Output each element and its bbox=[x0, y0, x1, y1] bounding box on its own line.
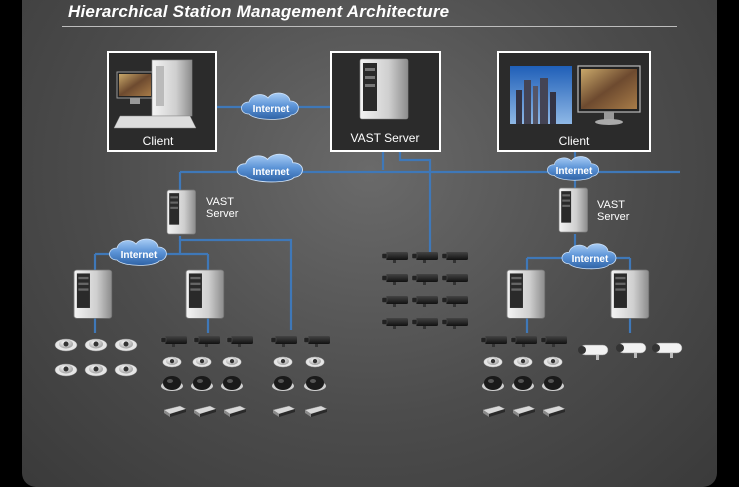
device-groups bbox=[54, 251, 683, 418]
vast-server-left-label-line2: Server bbox=[206, 208, 239, 220]
dome-camera-icon bbox=[114, 338, 138, 352]
box-camera-icon bbox=[226, 335, 254, 348]
vast-server-left-label-line1: VAST bbox=[206, 196, 234, 208]
video-encoder-icon bbox=[272, 405, 296, 418]
video-encoder-icon bbox=[512, 405, 536, 418]
server-left-sub-icon bbox=[166, 189, 197, 235]
fisheye-camera-icon bbox=[191, 376, 213, 391]
video-encoder-icon bbox=[163, 405, 187, 418]
server-icon bbox=[506, 269, 546, 320]
internet-cloud-middle-label: Internet bbox=[253, 167, 290, 178]
box-camera-icon bbox=[381, 295, 409, 308]
box-camera-icon bbox=[441, 273, 469, 286]
dome-camera-icon bbox=[483, 356, 503, 368]
box-camera-icon bbox=[160, 335, 188, 348]
video-encoder-icon bbox=[193, 405, 217, 418]
internet-cloud-top: Internet bbox=[241, 92, 299, 120]
box-camera-icon bbox=[303, 335, 331, 348]
title-divider bbox=[62, 26, 677, 27]
internet-cloud-top-label: Internet bbox=[253, 104, 290, 115]
fisheye-camera-icon bbox=[161, 376, 183, 391]
fisheye-camera-icon bbox=[272, 376, 294, 391]
server-icon bbox=[610, 269, 650, 320]
box-camera-icon bbox=[411, 317, 439, 330]
bullet-camera-icon bbox=[577, 344, 609, 361]
server-icon bbox=[185, 269, 225, 320]
dome-camera-icon bbox=[192, 356, 212, 368]
dome-camera-icon bbox=[513, 356, 533, 368]
dome-camera-icon bbox=[114, 363, 138, 377]
internet-cloud-left-sub: Internet bbox=[109, 238, 167, 266]
box-camera-icon bbox=[411, 251, 439, 264]
fisheye-camera-icon bbox=[482, 376, 504, 391]
internet-cloud-right-top-label: Internet bbox=[556, 166, 593, 177]
video-encoder-icon bbox=[482, 405, 506, 418]
vast-server-center-label: VAST Server bbox=[351, 131, 420, 145]
video-encoder-icon bbox=[304, 405, 328, 418]
dome-camera-icon bbox=[273, 356, 293, 368]
client-left-box: Client bbox=[107, 51, 217, 152]
dome-camera-icon bbox=[54, 363, 78, 377]
server-icon bbox=[73, 269, 113, 320]
box-camera-icon bbox=[540, 335, 568, 348]
internet-cloud-right-top: Internet bbox=[547, 156, 600, 181]
internet-cloud-middle: Internet bbox=[236, 153, 303, 183]
box-camera-icon bbox=[510, 335, 538, 348]
video-encoder-icon bbox=[223, 405, 247, 418]
fisheye-camera-icon bbox=[542, 376, 564, 391]
box-camera-icon bbox=[381, 251, 409, 264]
fisheye-camera-icon bbox=[304, 376, 326, 391]
dome-camera-icon bbox=[222, 356, 242, 368]
box-camera-icon bbox=[193, 335, 221, 348]
vast-server-center-box: VAST Server bbox=[330, 51, 441, 152]
fisheye-camera-icon bbox=[221, 376, 243, 391]
dome-camera-icon bbox=[162, 356, 182, 368]
box-camera-icon bbox=[480, 335, 508, 348]
vast-server-left-sub: VAST Server bbox=[166, 189, 239, 235]
box-camera-icon bbox=[270, 335, 298, 348]
internet-cloud-right-sub-label: Internet bbox=[572, 254, 609, 265]
client-workstation-icon bbox=[113, 59, 197, 129]
box-camera-icon bbox=[441, 251, 469, 264]
dome-camera-icon bbox=[305, 356, 325, 368]
internet-cloud-left-sub-label: Internet bbox=[121, 250, 158, 261]
vast-server-tower-icon bbox=[359, 58, 409, 120]
page-title: Hierarchical Station Management Architec… bbox=[68, 2, 450, 21]
fisheye-camera-icon bbox=[512, 376, 534, 391]
vast-server-right-label-line1: VAST bbox=[597, 199, 625, 211]
client-right-box: Client bbox=[497, 51, 651, 152]
vast-server-right-label-line2: Server bbox=[597, 211, 630, 223]
internet-cloud-right-sub: Internet bbox=[561, 243, 617, 270]
bullet-camera-icon bbox=[615, 342, 647, 359]
bullet-camera-icon bbox=[651, 342, 683, 359]
client-monitors-icon bbox=[510, 65, 641, 125]
vast-server-right-sub: VAST Server bbox=[558, 187, 630, 233]
box-camera-icon bbox=[441, 317, 469, 330]
box-camera-icon bbox=[411, 273, 439, 286]
dome-camera-icon bbox=[54, 338, 78, 352]
video-encoder-icon bbox=[542, 405, 566, 418]
box-camera-icon bbox=[441, 295, 469, 308]
client-right-label: Client bbox=[559, 134, 590, 148]
dome-camera-icon bbox=[84, 338, 108, 352]
dome-camera-icon bbox=[543, 356, 563, 368]
box-camera-icon bbox=[411, 295, 439, 308]
box-camera-icon bbox=[381, 273, 409, 286]
box-camera-icon bbox=[381, 317, 409, 330]
server-right-sub-icon bbox=[558, 187, 589, 233]
leaf-servers bbox=[73, 269, 650, 320]
dome-camera-icon bbox=[84, 363, 108, 377]
client-left-label: Client bbox=[143, 134, 174, 148]
